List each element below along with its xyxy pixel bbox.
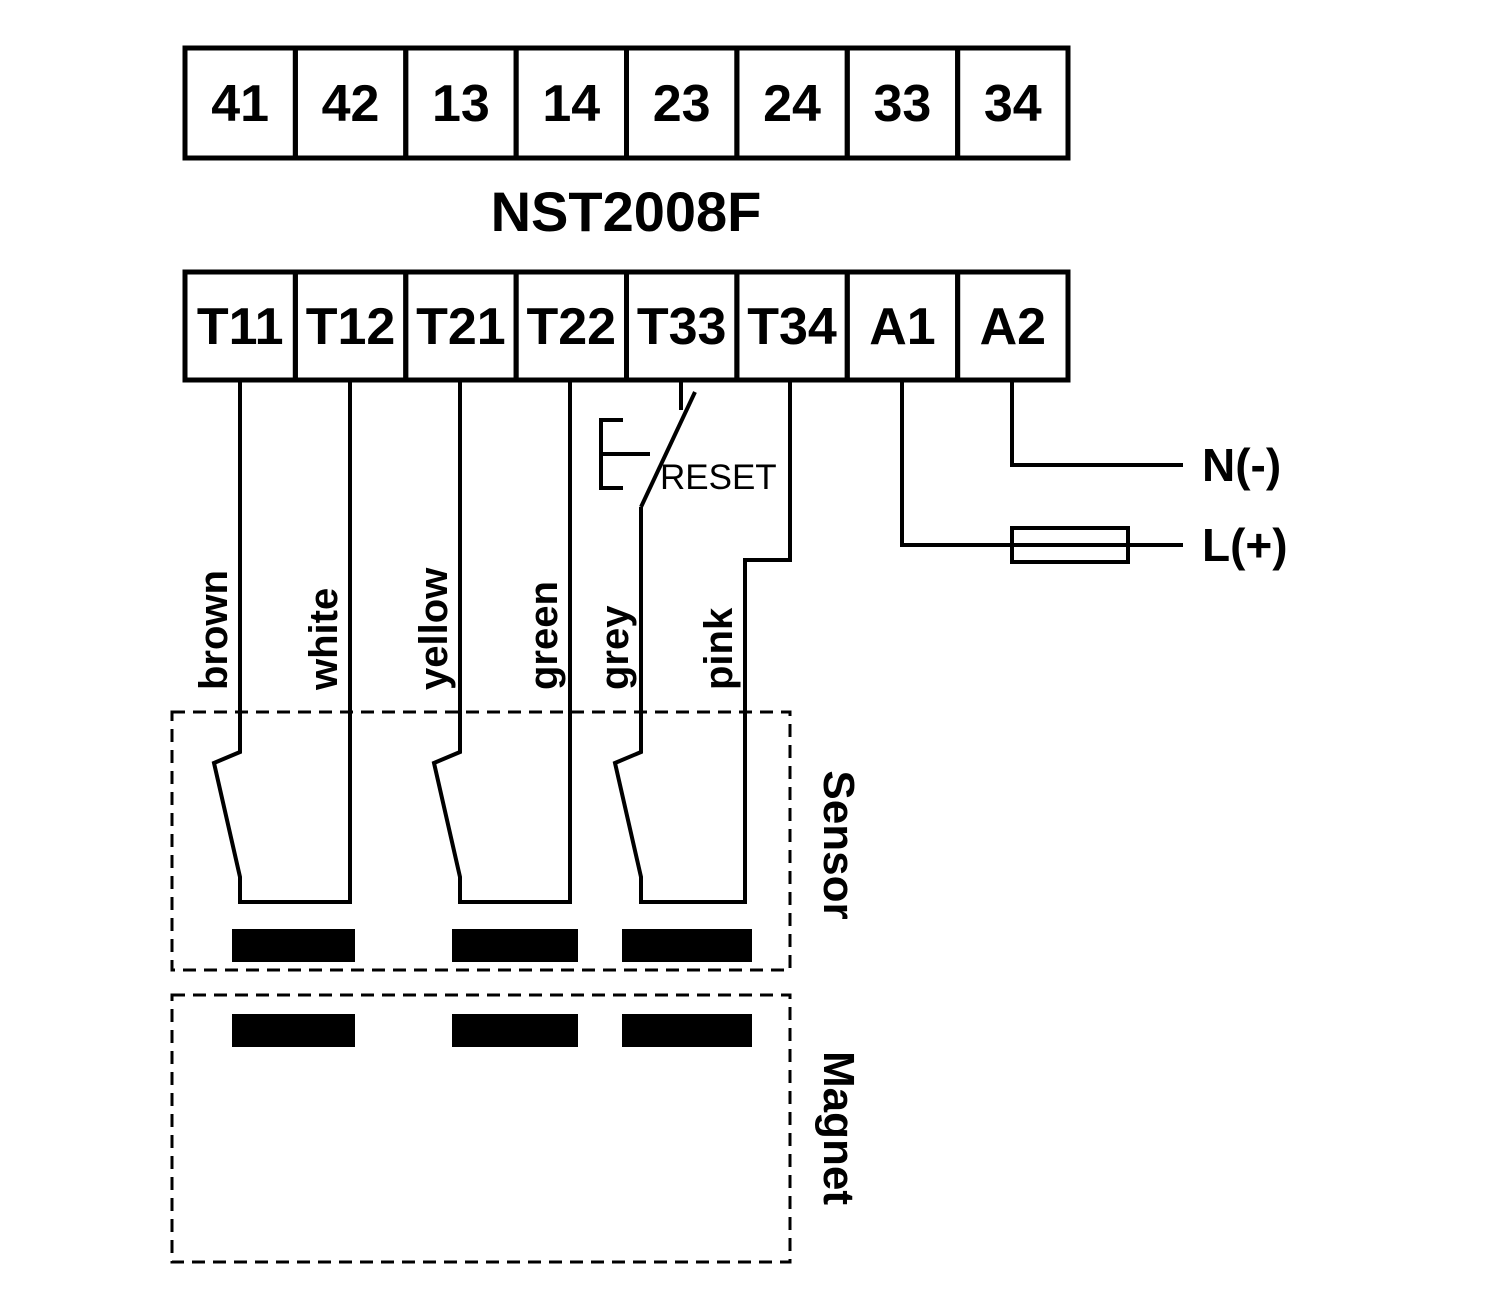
wire-color-label-green: green — [522, 581, 566, 690]
top-terminal-label-13: 13 — [432, 75, 490, 133]
top-terminal-label-24: 24 — [763, 75, 821, 133]
bottom-terminal-label-A2: A2 — [980, 298, 1046, 356]
magnet-label: Magnet — [814, 1051, 863, 1205]
top-terminal-label-23: 23 — [653, 75, 711, 133]
device-title: NST2008F — [491, 180, 762, 243]
bottom-terminal-label-T34: T34 — [747, 298, 837, 356]
a2-neutral-wire — [1010, 380, 1183, 467]
bottom-terminal-label-T22: T22 — [527, 298, 617, 356]
bottom-terminal-label-T21: T21 — [416, 298, 506, 356]
fuse-icon — [1010, 526, 1130, 564]
top-terminal-label-33: 33 — [874, 75, 932, 133]
sensor-magnet-bar — [232, 929, 355, 962]
bottom-terminal-label-T12: T12 — [306, 298, 396, 356]
bottom-terminal-label-A1: A1 — [869, 298, 935, 356]
wire-color-label-grey: grey — [593, 605, 637, 690]
supply-neutral-label: N(-) — [1202, 439, 1281, 491]
supply-line-label: L(+) — [1202, 519, 1288, 571]
reset-label: RESET — [660, 458, 777, 497]
wire-color-label-white: white — [302, 588, 346, 691]
top-terminal-label-14: 14 — [542, 75, 600, 133]
sensor-box — [170, 710, 792, 972]
sensor-magnet-bar — [622, 1014, 752, 1047]
top-terminal-label-34: 34 — [984, 75, 1042, 133]
wire-color-label-pink: pink — [697, 607, 741, 690]
top-terminal-label-41: 41 — [211, 75, 269, 133]
a1-line-wire — [900, 380, 1183, 547]
top-terminal-cell-34 — [955, 45, 1071, 161]
wire-color-label-yellow: yellow — [412, 567, 456, 690]
magnet-bars-group — [232, 1014, 752, 1047]
sensor-magnet-bar — [452, 929, 578, 962]
reset-switch-blade — [639, 391, 697, 508]
wire-color-labels: brown white yellow green grey pink — [192, 567, 741, 691]
sensor-label: Sensor — [814, 770, 863, 919]
sensor-circuit-1-wire — [211, 380, 352, 904]
sensor-magnet-bar — [622, 929, 752, 962]
bottom-terminal-label-T33: T33 — [637, 298, 727, 356]
top-terminal-row: 41 42 13 14 23 24 33 34 — [182, 45, 1071, 161]
sensor-circuit-2-wire — [431, 380, 572, 904]
bottom-terminal-label-T11: T11 — [197, 298, 284, 356]
sensor-bars-group — [232, 929, 752, 962]
sensor-magnet-bar — [232, 1014, 355, 1047]
top-terminal-label-42: 42 — [322, 75, 380, 133]
sensor-magnet-bar — [452, 1014, 578, 1047]
wire-color-label-brown: brown — [192, 570, 236, 690]
bottom-terminal-row: T11 T12 T21 T22 T33 T34 A1 A2 — [182, 269, 1071, 383]
sensor-circuit-3-wire — [612, 380, 792, 904]
